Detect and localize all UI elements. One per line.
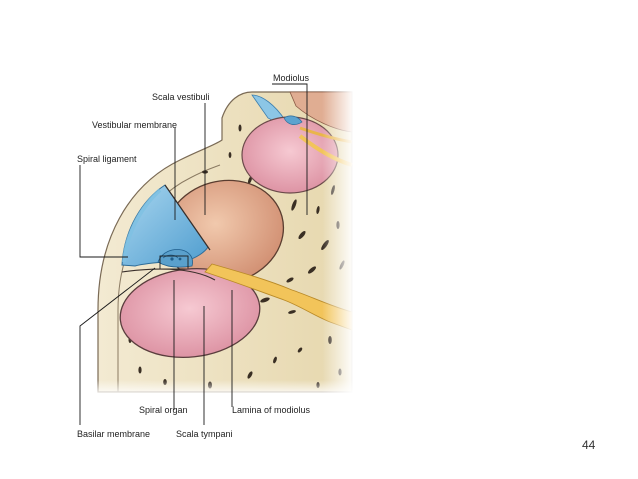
label-basilar-membrane: Basilar membrane [77, 429, 150, 439]
leader-lines [79, 83, 308, 425]
basilar-membrane-line [121, 268, 216, 281]
label-scala-vestibuli: Scala vestibuli [152, 92, 210, 102]
label-spiral-ligament: Spiral ligament [77, 154, 137, 164]
image-fade-right [322, 86, 354, 398]
vestibular-membrane-line [164, 184, 211, 251]
label-scala-tympani: Scala tympani [176, 429, 233, 439]
label-vestibular-membrane: Vestibular membrane [92, 120, 177, 130]
label-spiral-organ: Spiral organ [139, 405, 188, 415]
outer-bone-rim [117, 164, 221, 392]
stria-vascularis [122, 188, 162, 263]
upper-organ [283, 115, 303, 125]
scala-tympani-chamber [119, 267, 261, 359]
image-fade-bottom [96, 380, 354, 396]
label-modiolus: Modiolus [273, 73, 310, 83]
label-lamina-of-modiolus: Lamina of modiolus [232, 405, 311, 415]
page-number: 44 [582, 438, 596, 452]
